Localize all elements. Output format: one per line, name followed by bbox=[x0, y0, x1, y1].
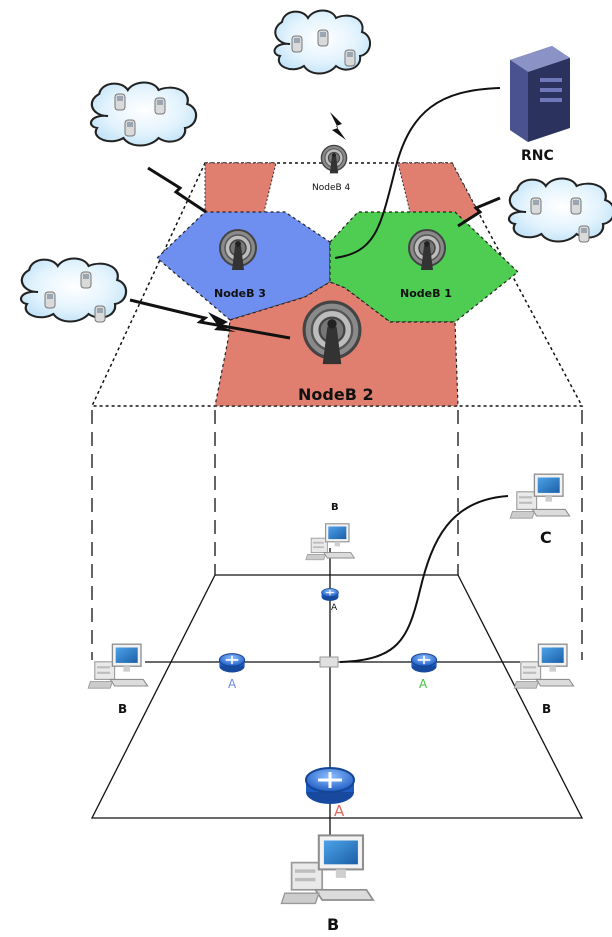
hub-icon bbox=[319, 656, 339, 668]
router-bottom-label: A bbox=[334, 802, 345, 820]
router-bottom-icon bbox=[304, 766, 356, 806]
cloud-topleft bbox=[89, 81, 198, 147]
pc-bottom-icon bbox=[280, 834, 375, 905]
router-top-label: A bbox=[331, 603, 338, 613]
cloud-left bbox=[19, 257, 128, 323]
lightning-icon bbox=[208, 312, 236, 332]
router-left-icon bbox=[218, 652, 246, 674]
pc-left-icon bbox=[87, 643, 149, 689]
router-top-icon bbox=[321, 587, 339, 602]
pc-controller-icon bbox=[509, 473, 571, 519]
router-right-icon bbox=[410, 652, 438, 674]
router-right-label: A bbox=[419, 677, 428, 691]
pc-top-label: B bbox=[331, 502, 339, 513]
router-left-label: A bbox=[228, 677, 237, 691]
cloud-right bbox=[507, 177, 612, 243]
projection-lines bbox=[91, 410, 583, 660]
nodeb2-label: NodeB 2 bbox=[298, 385, 374, 404]
cell-top-right bbox=[397, 162, 479, 229]
nodeb4-label: NodeB 4 bbox=[312, 183, 351, 193]
rnc-link-top bbox=[334, 87, 501, 259]
lightning-icon bbox=[330, 112, 346, 140]
rnc-label: RNC bbox=[521, 148, 554, 164]
cloud-top bbox=[273, 9, 372, 75]
pc-right-icon bbox=[513, 643, 575, 689]
cell-grid bbox=[90, 162, 584, 407]
pc-left-label: B bbox=[118, 702, 127, 716]
nodeb3-label: NodeB 3 bbox=[214, 287, 266, 300]
rnc-server-icon bbox=[510, 46, 570, 142]
pc-bottom-label: B bbox=[327, 915, 339, 934]
controller-label: C bbox=[540, 528, 552, 547]
nodeb4-antenna-icon bbox=[320, 144, 348, 175]
pc-top-icon bbox=[305, 523, 355, 561]
nodeb1-label: NodeB 1 bbox=[400, 287, 452, 300]
pc-right-label: B bbox=[542, 702, 551, 716]
controller-link bbox=[339, 495, 509, 663]
